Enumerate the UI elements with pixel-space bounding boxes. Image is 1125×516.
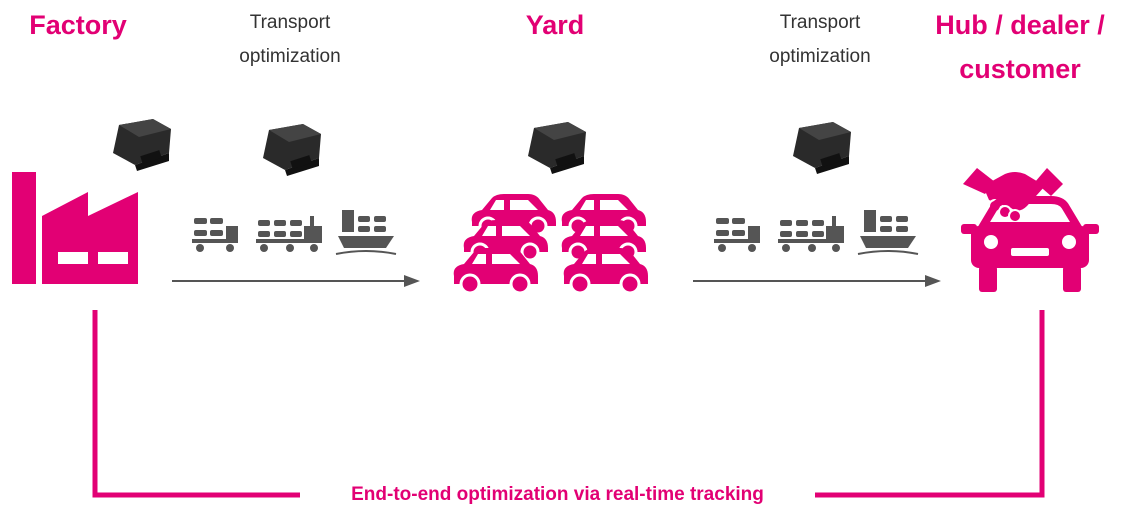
truck-icon (192, 218, 238, 252)
car-icon (961, 196, 1099, 292)
hub-label-line1: Hub / dealer / (935, 10, 1105, 40)
factory-label: Factory (29, 10, 127, 40)
tracker-device-icon (528, 122, 586, 174)
dealer-handshake-car-icon (961, 168, 1099, 292)
tracker-device-icon (793, 122, 851, 174)
tracker-device-icon (263, 124, 321, 176)
yard-cars-icon (453, 194, 648, 295)
yard-label: Yard (525, 10, 585, 40)
transport-group-right (714, 210, 919, 255)
transport-label-left-line2: optimization (239, 46, 341, 67)
car-icon (563, 248, 648, 295)
car-icon (453, 248, 538, 295)
car-carrier-truck-icon (256, 216, 322, 252)
factory-icon (12, 172, 138, 284)
transport-label-right-line2: optimization (769, 46, 871, 67)
arrow-right-icon (693, 275, 941, 287)
car-icon (471, 194, 556, 236)
ship-icon (335, 210, 397, 255)
arrow-right-icon (172, 275, 420, 287)
hub-label-line2: customer (959, 54, 1081, 84)
car-carrier-truck-icon (778, 216, 844, 252)
ship-icon (857, 210, 919, 255)
end-to-end-label: End-to-end optimization via real-time tr… (300, 482, 815, 508)
transport-group-left (192, 210, 397, 255)
transport-label-right-line1: Transport (779, 12, 861, 33)
truck-icon (714, 218, 760, 252)
transport-label-left-line1: Transport (249, 12, 331, 33)
tracker-device-icon (113, 119, 171, 171)
